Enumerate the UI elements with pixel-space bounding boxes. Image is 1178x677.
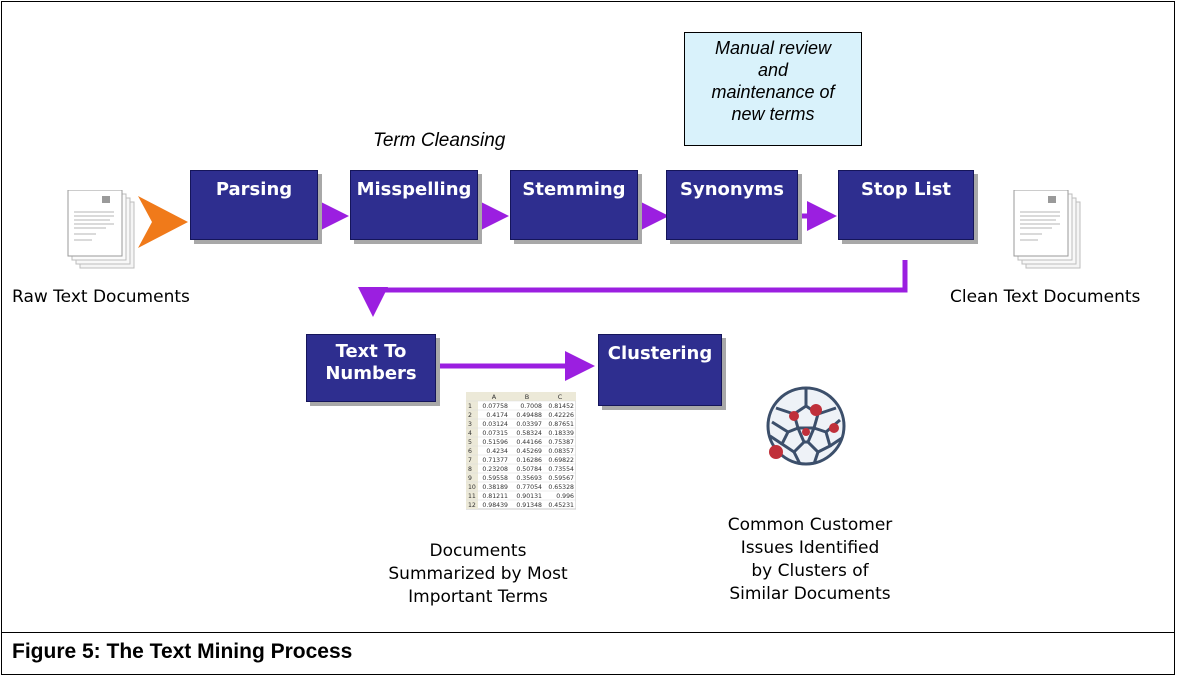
spreadsheet-column-header: A	[492, 393, 497, 401]
spreadsheet-cell: 0.18339	[548, 430, 574, 437]
spreadsheet-cell: 0.4174	[486, 412, 508, 419]
spreadsheet-cell: 0.59567	[548, 475, 574, 482]
step-stemming: Stemming	[510, 170, 638, 240]
clusters-label-line: by Clusters of	[751, 561, 869, 581]
spreadsheet-cell: 0.35693	[516, 475, 542, 482]
manual-review-line: and	[757, 60, 789, 80]
entry-arrow	[138, 196, 188, 248]
spreadsheet-cell: 0.69822	[548, 457, 574, 464]
summary-label-line: Documents	[429, 541, 527, 561]
clusters-label-line: Similar Documents	[729, 584, 891, 604]
spreadsheet-cell: 0.08357	[548, 448, 574, 455]
step-synonyms: Synonyms	[666, 170, 798, 240]
spreadsheet-cell: 0.996	[556, 493, 574, 500]
spreadsheet-cell: 0.77054	[516, 484, 542, 491]
buckyball-cluster-icon	[766, 386, 846, 466]
manual-review-line: new terms	[731, 104, 815, 124]
step-misspelling-label: Misspelling	[356, 179, 472, 200]
spreadsheet-cell: 0.81211	[482, 493, 508, 500]
spreadsheet-cell: 0.59558	[482, 475, 508, 482]
step-text-to-numbers-line: Text To	[335, 341, 407, 362]
summary-label-line: Important Terms	[408, 587, 548, 607]
spreadsheet-row-number: 11	[468, 493, 476, 500]
clusters-label-line: Common Customer	[727, 515, 893, 535]
spreadsheet-cell: 0.07758	[482, 403, 508, 410]
spreadsheet-row-number: 10	[468, 484, 476, 491]
spreadsheet-column-header: C	[558, 393, 563, 401]
spreadsheet-cell: 0.42226	[548, 412, 574, 419]
spreadsheet-cell: 0.03124	[482, 421, 508, 428]
spreadsheet-cell: 0.7008	[520, 403, 542, 410]
spreadsheet-cell: 0.51596	[482, 439, 508, 446]
figure-caption: Figure 5: The Text Mining Process	[12, 640, 353, 663]
spreadsheet-cell: 0.45269	[516, 448, 542, 455]
step-parsing: Parsing	[190, 170, 318, 240]
step-clustering-label: Clustering	[607, 343, 713, 364]
clean-documents-icon	[1013, 190, 1081, 269]
spreadsheet-cell: 0.90131	[516, 493, 542, 500]
step-parsing-label: Parsing	[215, 179, 293, 200]
spreadsheet-cell: 0.75387	[548, 439, 574, 446]
spreadsheet-cell: 0.45231	[548, 502, 574, 509]
step-text-to-numbers-line: Numbers	[325, 363, 417, 384]
raw-documents-icon	[67, 190, 135, 269]
step-clustering: Clustering	[598, 334, 722, 406]
spreadsheet-cell: 0.81452	[548, 403, 574, 410]
spreadsheet-row-number: 5	[468, 439, 472, 446]
step-synonyms-label: Synonyms	[680, 179, 784, 200]
spreadsheet-column-header: B	[525, 393, 529, 401]
clusters-label-line: Issues Identified	[740, 538, 880, 558]
step-text-to-numbers: Text To Numbers	[306, 334, 436, 402]
spreadsheet-row-number: 12	[468, 502, 476, 509]
spreadsheet-row-number: 2	[468, 412, 472, 419]
spreadsheet-cell: 0.91348	[516, 502, 542, 509]
spreadsheet-row-number: 1	[468, 403, 472, 410]
step-stemming-label: Stemming	[522, 179, 626, 200]
step-stop-list: Stop List	[838, 170, 974, 240]
manual-review-line: maintenance of	[711, 82, 835, 102]
spreadsheet-cell: 0.49488	[516, 412, 542, 419]
spreadsheet-cell: 0.44166	[516, 439, 542, 446]
spreadsheet-cell: 0.73554	[548, 466, 574, 473]
spreadsheet-cell: 0.38189	[482, 484, 508, 491]
clean-documents-label: Clean Text Documents	[950, 287, 1141, 307]
spreadsheet-cell: 0.58324	[516, 430, 542, 437]
spreadsheet-cell: 0.07315	[482, 430, 508, 437]
spreadsheet-cell: 0.98439	[482, 502, 508, 509]
spreadsheet-cell: 0.16286	[516, 457, 542, 464]
spreadsheet-cell: 0.50784	[516, 466, 542, 473]
spreadsheet-cell: 0.03397	[516, 421, 542, 428]
spreadsheet-row-number: 8	[468, 466, 472, 473]
spreadsheet-cell: 0.71377	[482, 457, 508, 464]
term-cleansing-label: Term Cleansing	[373, 130, 506, 151]
connector-stoplist-texttonumbers	[358, 260, 908, 317]
spreadsheet-cell: 0.23208	[482, 466, 508, 473]
summary-label-line: Summarized by Most	[388, 564, 568, 584]
spreadsheet-cell: 0.4234	[486, 448, 508, 455]
spreadsheet-row-number: 3	[468, 421, 472, 428]
spreadsheet-row-number: 7	[468, 457, 472, 464]
clusters-label: Common Customer Issues Identified by Clu…	[700, 514, 920, 606]
manual-review-note: Manual review and maintenance of new ter…	[684, 32, 862, 146]
step-misspelling: Misspelling	[350, 170, 478, 240]
spreadsheet-row-number: 4	[468, 430, 472, 437]
manual-review-line: Manual review	[714, 38, 832, 58]
term-matrix-spreadsheet: A B C 1 0.07758 0.7008 0.81452 2 0.4174 0.49488 0.…	[466, 392, 576, 510]
spreadsheet-cell: 0.65328	[548, 484, 574, 491]
summary-label: Documents Summarized by Most Important T…	[378, 540, 578, 609]
spreadsheet-cell: 0.87651	[548, 421, 574, 428]
step-stop-list-label: Stop List	[860, 179, 952, 200]
caption-divider	[1, 632, 1175, 633]
raw-documents-label: Raw Text Documents	[12, 287, 190, 307]
spreadsheet-row-number: 9	[468, 475, 472, 482]
spreadsheet-row-number: 6	[468, 448, 472, 455]
